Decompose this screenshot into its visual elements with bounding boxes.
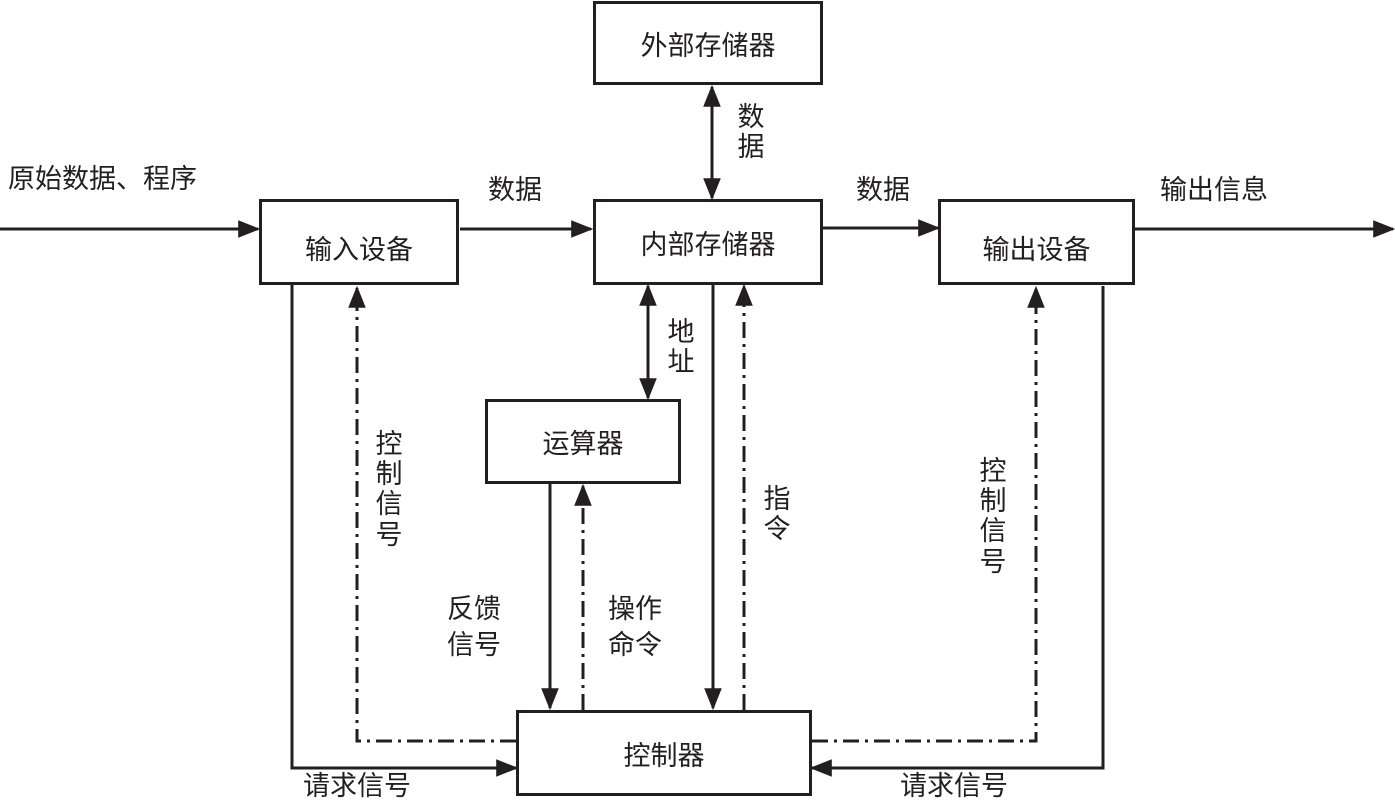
arrow-control-to-input xyxy=(348,285,516,743)
input-device-box: 输入设备 xyxy=(259,199,459,285)
control-signal-right-label: 控制信号 xyxy=(979,456,1007,578)
alu-box: 运算器 xyxy=(485,399,681,484)
arrow-input-request xyxy=(290,285,519,777)
arrow-control-to-output xyxy=(812,285,1045,743)
output-device-label: 输出设备 xyxy=(982,234,1091,266)
alu-label: 运算器 xyxy=(542,429,624,460)
operation-command-label: 操作命令 xyxy=(608,594,662,662)
data-out-label: 数据 xyxy=(856,175,910,206)
output-device-box: 输出设备 xyxy=(938,199,1135,285)
arrow-output-request xyxy=(809,286,1105,777)
controller-box: 控制器 xyxy=(516,710,812,796)
output-info-label: 输出信息 xyxy=(1160,175,1268,206)
request-signal-right-label: 请求信号 xyxy=(900,771,1008,802)
external-storage-label: 外部存储器 xyxy=(640,30,776,62)
raw-input-label: 原始数据、程序 xyxy=(8,164,197,195)
feedback-signal-label: 反馈信号 xyxy=(447,594,501,662)
controller-label: 控制器 xyxy=(623,740,705,772)
external-storage-box: 外部存储器 xyxy=(593,1,823,85)
control-signal-left-label: 控制信号 xyxy=(375,429,403,551)
address-label: 地址 xyxy=(667,317,695,379)
request-signal-left-label: 请求信号 xyxy=(303,771,411,802)
internal-storage-box: 内部存储器 xyxy=(593,199,823,285)
instruction-label: 指令 xyxy=(763,484,791,546)
data-in-label: 数据 xyxy=(488,175,542,206)
input-device-label: 输入设备 xyxy=(305,234,413,266)
data-ext-label: 数据 xyxy=(737,102,765,164)
internal-storage-label: 内部存储器 xyxy=(640,229,776,261)
